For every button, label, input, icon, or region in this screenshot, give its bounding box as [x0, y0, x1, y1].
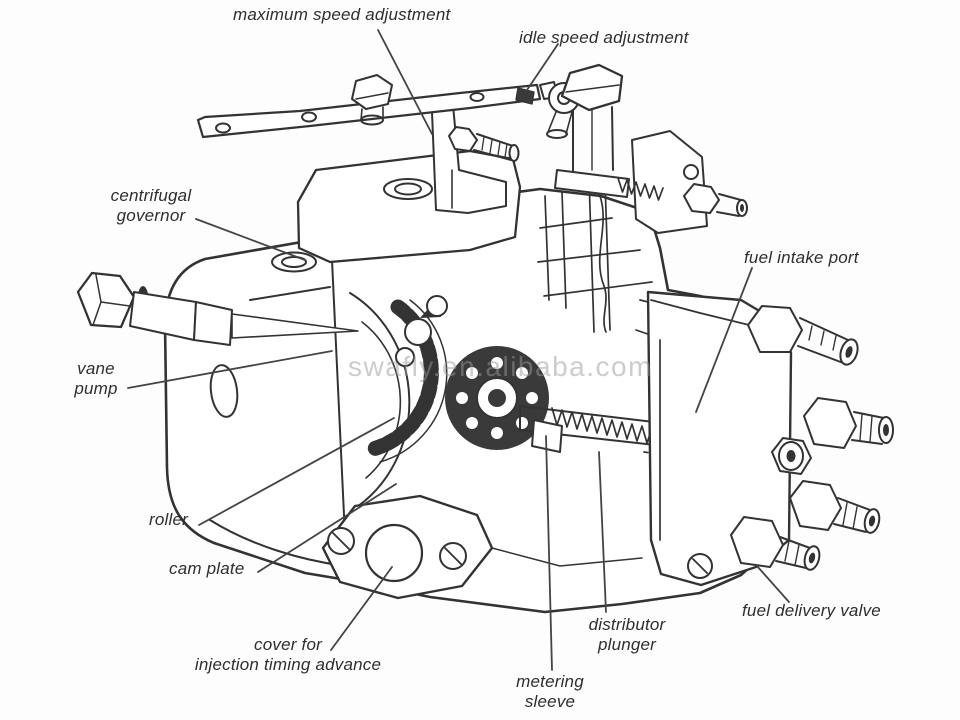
maximum-speed-screw — [448, 126, 520, 162]
drive-shaft — [76, 271, 359, 346]
label-vane-pump: vane pump — [74, 359, 118, 398]
watermark-text: swafly.en.alibaba.com — [348, 351, 653, 382]
label-metering-sleeve: metering sleeve — [516, 672, 584, 711]
leader-roller — [198, 417, 395, 526]
spring-screw-fitting — [617, 130, 748, 234]
idle-speed-screw — [515, 87, 535, 105]
delivery-valve — [730, 516, 821, 571]
leader-fuel-delivery-valve — [756, 565, 790, 603]
label-cam-plate: cam plate — [169, 559, 245, 578]
label-roller: roller — [149, 510, 188, 529]
lever-hex-nut — [351, 74, 393, 126]
leader-distributor-plunger — [598, 451, 607, 613]
leader-vane-pump — [127, 350, 333, 389]
cam-plate-disc — [445, 346, 549, 450]
leader-idle-speed — [526, 43, 559, 91]
leader-cam-plate — [257, 483, 397, 573]
governor-assembly — [196, 63, 748, 273]
delivery-valve — [771, 437, 812, 475]
delivery-valve — [789, 480, 881, 534]
distributor-head — [646, 290, 894, 587]
leader-fuel-intake-port — [695, 267, 753, 413]
leader-metering-sleeve — [545, 435, 553, 671]
cutaway-interior — [349, 177, 773, 508]
delivery-valve — [803, 397, 894, 449]
leader-maximum-speed — [377, 29, 433, 135]
label-fuel-intake-port: fuel intake port — [744, 248, 859, 267]
label-distributor-plunger: distributor plunger — [588, 615, 666, 654]
label-centrifugal-governor: centrifugal governor — [110, 186, 192, 225]
label-maximum-speed-adjustment: maximum speed adjustment — [233, 5, 451, 24]
label-cover-injection-timing-advance: cover for injection timing advance — [194, 635, 382, 674]
leader-centrifugal-governor — [195, 218, 306, 261]
rollers — [395, 295, 448, 367]
governor-lever-bar — [196, 83, 542, 139]
label-fuel-delivery-valve: fuel delivery valve — [742, 601, 881, 620]
timing-advance-cover — [321, 494, 643, 600]
leader-cover-timing — [330, 566, 393, 651]
center-bolt — [554, 63, 630, 198]
delivery-valve — [747, 305, 859, 366]
label-idle-speed-adjustment: idle speed adjustment — [519, 28, 689, 47]
leader-lines — [127, 29, 790, 671]
